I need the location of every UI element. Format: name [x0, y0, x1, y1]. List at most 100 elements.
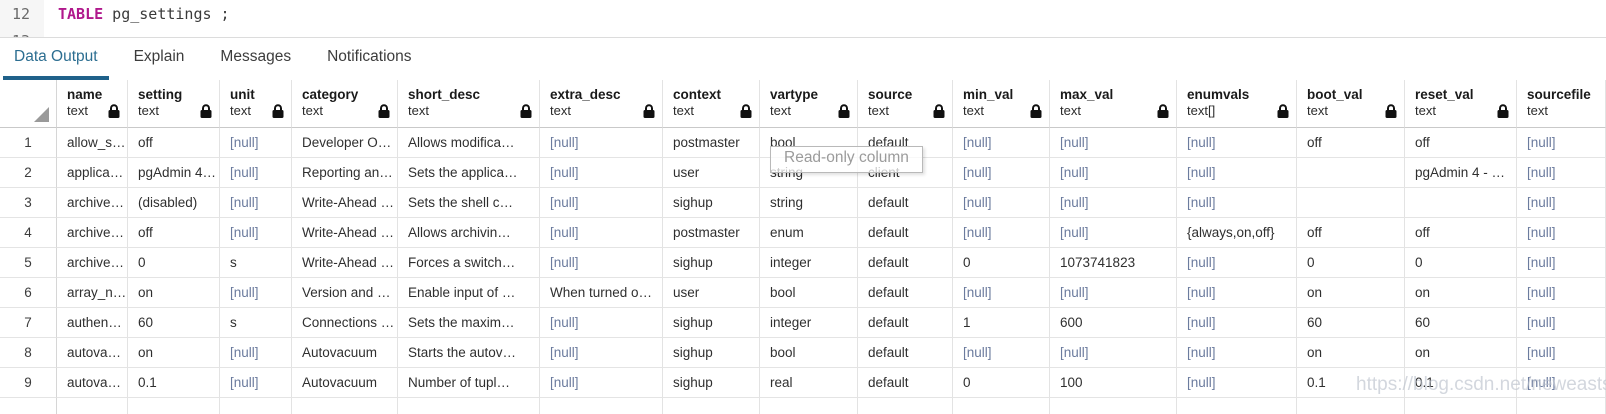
- grid-cell-enumvals[interactable]: [null]: [1177, 368, 1297, 398]
- grid-cell-short_desc[interactable]: Forces a switch…: [398, 248, 540, 278]
- grid-cell-max_val[interactable]: [null]: [1050, 128, 1177, 158]
- grid-cell-vartype[interactable]: integer: [760, 248, 858, 278]
- grid-cell-sourcefile[interactable]: [null]: [1517, 338, 1606, 368]
- grid-cell-category[interactable]: Reporting an…: [292, 158, 398, 188]
- grid-cell-name[interactable]: archive…: [57, 218, 128, 248]
- grid-cell-short_desc[interactable]: Allows modifica…: [398, 128, 540, 158]
- grid-cell-source[interactable]: default: [858, 278, 953, 308]
- grid-cell-setting[interactable]: off: [128, 218, 220, 248]
- grid-cell-extra_desc[interactable]: [null]: [540, 218, 663, 248]
- grid-cell-context[interactable]: sighup: [663, 368, 760, 398]
- grid-cell-short_desc[interactable]: Starts the autov…: [398, 338, 540, 368]
- grid-cell-extra_desc[interactable]: [null]: [540, 308, 663, 338]
- grid-cell-enumvals[interactable]: [null]: [1177, 248, 1297, 278]
- row-number[interactable]: 4: [0, 218, 57, 248]
- grid-cell-unit[interactable]: [null]: [220, 158, 292, 188]
- grid-cell-setting[interactable]: on: [128, 278, 220, 308]
- grid-cell-name[interactable]: applica…: [57, 158, 128, 188]
- grid-cell-setting[interactable]: 0: [128, 248, 220, 278]
- grid-cell-source[interactable]: default: [858, 368, 953, 398]
- grid-cell-short_desc[interactable]: Enable input of …: [398, 278, 540, 308]
- grid-cell-source[interactable]: default: [858, 308, 953, 338]
- grid-cell-min_val[interactable]: 0: [953, 248, 1050, 278]
- grid-cell-sourcefile[interactable]: [null]: [1517, 188, 1606, 218]
- grid-cell-max_val[interactable]: [null]: [1050, 188, 1177, 218]
- grid-cell-boot_val[interactable]: 60: [1297, 308, 1405, 338]
- grid-cell-enumvals[interactable]: {always,on,off}: [1177, 218, 1297, 248]
- grid-cell-name[interactable]: authen…: [57, 308, 128, 338]
- grid-cell-sourcefile[interactable]: [null]: [1517, 368, 1606, 398]
- grid-cell-reset_val[interactable]: pgAdmin 4 - …: [1405, 158, 1517, 188]
- grid-cell-vartype[interactable]: string: [760, 188, 858, 218]
- grid-cell-enumvals[interactable]: [null]: [1177, 158, 1297, 188]
- select-all-corner[interactable]: [0, 80, 57, 128]
- grid-cell-max_val[interactable]: 600: [1050, 308, 1177, 338]
- grid-cell-max_val[interactable]: 100: [1050, 368, 1177, 398]
- grid-cell-vartype[interactable]: enum: [760, 218, 858, 248]
- grid-cell-unit[interactable]: [null]: [220, 278, 292, 308]
- grid-cell-enumvals[interactable]: [null]: [1177, 278, 1297, 308]
- grid-cell-reset_val[interactable]: on: [1405, 278, 1517, 308]
- grid-cell-extra_desc[interactable]: [null]: [540, 338, 663, 368]
- grid-cell-extra_desc[interactable]: [null]: [540, 128, 663, 158]
- tab-notifications[interactable]: Notifications: [327, 48, 412, 65]
- grid-cell-boot_val[interactable]: [1297, 158, 1405, 188]
- grid-cell-short_desc[interactable]: Number of tupl…: [398, 368, 540, 398]
- grid-cell-unit[interactable]: s: [220, 308, 292, 338]
- grid-cell-short_desc[interactable]: Sets the shell c…: [398, 188, 540, 218]
- grid-cell-context[interactable]: sighup: [663, 308, 760, 338]
- grid-cell-min_val[interactable]: 1: [953, 308, 1050, 338]
- grid-cell-max_val[interactable]: [null]: [1050, 278, 1177, 308]
- grid-cell-min_val[interactable]: [null]: [953, 158, 1050, 188]
- grid-cell-name[interactable]: autova…: [57, 368, 128, 398]
- grid-cell-extra_desc[interactable]: [null]: [540, 248, 663, 278]
- editor-line[interactable]: 12 TABLE pg_settings ;: [0, 0, 1606, 27]
- grid-cell-short_desc[interactable]: Allows archivin…: [398, 218, 540, 248]
- grid-cell-enumvals[interactable]: [null]: [1177, 308, 1297, 338]
- grid-cell-enumvals[interactable]: [null]: [1177, 128, 1297, 158]
- grid-cell-min_val[interactable]: [null]: [953, 278, 1050, 308]
- grid-cell-sourcefile[interactable]: [null]: [1517, 308, 1606, 338]
- grid-cell-name[interactable]: allow_s…: [57, 128, 128, 158]
- grid-cell-reset_val[interactable]: 60: [1405, 308, 1517, 338]
- grid-cell-sourcefile[interactable]: [null]: [1517, 278, 1606, 308]
- grid-cell-reset_val[interactable]: 0.1: [1405, 368, 1517, 398]
- row-number[interactable]: 7: [0, 308, 57, 338]
- grid-cell-min_val[interactable]: [null]: [953, 218, 1050, 248]
- grid-cell-sourcefile[interactable]: [null]: [1517, 248, 1606, 278]
- grid-cell-context[interactable]: sighup: [663, 188, 760, 218]
- grid-cell-boot_val[interactable]: off: [1297, 128, 1405, 158]
- grid-cell-boot_val[interactable]: 0: [1297, 248, 1405, 278]
- grid-cell-short_desc[interactable]: Sets the applica…: [398, 158, 540, 188]
- grid-cell-category[interactable]: Autovacuum: [292, 368, 398, 398]
- row-number[interactable]: 9: [0, 368, 57, 398]
- grid-cell-short_desc[interactable]: Sets the maxim…: [398, 308, 540, 338]
- row-number[interactable]: 6: [0, 278, 57, 308]
- grid-cell-max_val[interactable]: [null]: [1050, 338, 1177, 368]
- grid-cell-max_val[interactable]: [null]: [1050, 158, 1177, 188]
- grid-cell-context[interactable]: user: [663, 158, 760, 188]
- grid-cell-extra_desc[interactable]: [null]: [540, 368, 663, 398]
- grid-cell-category[interactable]: Autovacuum: [292, 338, 398, 368]
- grid-cell-source[interactable]: default: [858, 188, 953, 218]
- grid-cell-sourcefile[interactable]: [null]: [1517, 158, 1606, 188]
- grid-cell-source[interactable]: default: [858, 248, 953, 278]
- grid-cell-name[interactable]: archive…: [57, 188, 128, 218]
- row-number[interactable]: 8: [0, 338, 57, 368]
- grid-cell-min_val[interactable]: 0: [953, 368, 1050, 398]
- grid-cell-unit[interactable]: [null]: [220, 218, 292, 248]
- grid-cell-setting[interactable]: 60: [128, 308, 220, 338]
- grid-cell-category[interactable]: Version and …: [292, 278, 398, 308]
